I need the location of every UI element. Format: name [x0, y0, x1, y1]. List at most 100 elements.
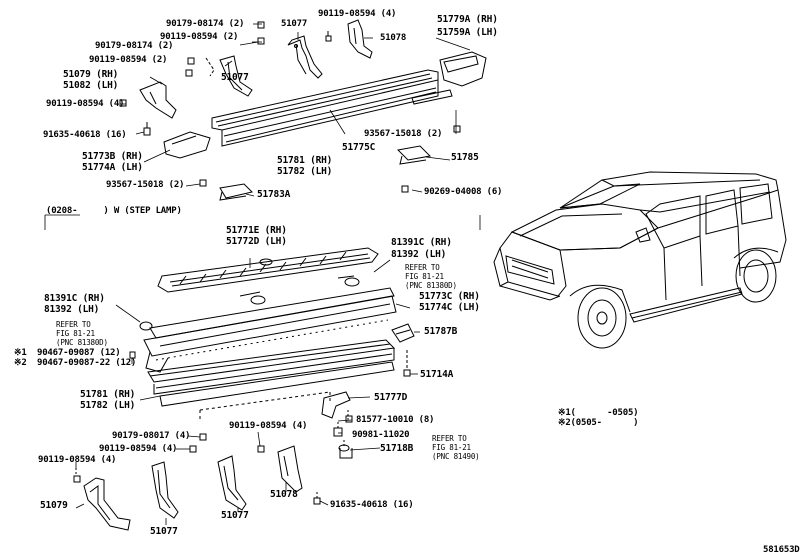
label-81577: 81577-10010 (8)	[356, 415, 435, 425]
label-51079-rh: 51079 (RH)	[63, 69, 119, 80]
bolt-93567-left	[199, 179, 207, 187]
label-51773C: 51773C (RH)	[419, 291, 480, 302]
label-81391C-rh-top: 81391C (RH)	[391, 237, 452, 248]
label-51078-top: 51078	[380, 33, 407, 43]
label-51774A: 51774A (LH)	[82, 162, 143, 173]
vehicle-illustration	[493, 171, 787, 349]
leaders-mid	[115, 258, 420, 451]
label-90119-08594-4-top: 90119-08594 (4)	[318, 9, 397, 19]
footnote-2: ※2(0505- )	[558, 418, 639, 428]
label-51787B: 51787B	[424, 326, 458, 337]
bracket-51783A-part	[219, 183, 253, 201]
label-90467-1: ※1 90467-09087 (12)	[14, 348, 121, 358]
bracket-51079-part	[139, 81, 177, 119]
cap-51779A-part	[439, 51, 487, 87]
leaders-bottom	[75, 431, 329, 525]
label-90179-08174-2a: 90179-08174 (2)	[166, 19, 245, 29]
footnote-1: ※1( -0505)	[558, 408, 639, 418]
label-51079-bot: 51079	[40, 500, 68, 511]
refer-bot-3: (PNC 81490)	[432, 452, 480, 461]
bracket-51077-bot2-part	[217, 455, 247, 511]
bolt-91635-top	[143, 122, 151, 136]
step-lamp-frame	[44, 214, 481, 230]
bracket-51077-bot1-part	[151, 461, 179, 519]
scuff-plate-51771E-part	[157, 247, 379, 293]
label-51781-bot: 51781 (RH)	[80, 389, 136, 400]
label-51785: 51785	[451, 152, 479, 163]
bolt-93567-right	[453, 125, 461, 133]
bracket-51079-bot-part	[73, 468, 131, 531]
label-51775C: 51775C	[342, 142, 376, 153]
label-51782-bot: 51782 (LH)	[80, 400, 136, 411]
label-81391C-rh-left: 81391C (RH)	[44, 293, 105, 304]
refer-bot-1: REFER TO	[432, 434, 467, 443]
lamp-81391C-parts	[139, 275, 360, 331]
label-51783A: 51783A	[257, 189, 291, 200]
label-90269-04008: 90269-04008 (6)	[424, 187, 503, 197]
label-81392-lh-left: 81392 (LH)	[44, 304, 100, 315]
label-51779A: 51779A (RH)	[437, 14, 498, 25]
label-51082-lh: 51082 (LH)	[63, 80, 119, 91]
label-93567-15018-2-left: 93567-15018 (2)	[106, 180, 185, 190]
refer-left-2: FIG 81-21	[56, 329, 95, 338]
bolt-51714A-area	[403, 350, 411, 377]
label-90119-08594-4-left: 90119-08594 (4)	[46, 99, 125, 109]
label-51777D: 51777D	[374, 392, 408, 403]
refer-left-1: REFER TO	[56, 320, 91, 329]
label-51077-top: 51077	[281, 19, 308, 29]
label-51718B: 51718B	[380, 443, 414, 454]
step-lamp-section-label: (0208- ) W (STEP LAMP)	[46, 206, 182, 216]
label-90179-08017-4: 90179-08017 (4)	[112, 431, 191, 441]
bracket-51078-bot-part	[277, 445, 303, 493]
bolt-90269	[401, 185, 409, 193]
label-81392-lh-top: 81392 (LH)	[391, 249, 447, 260]
label-51781-top: 51781 (RH)	[277, 155, 333, 166]
bracket-51078-part	[347, 19, 373, 59]
bolts-bottom	[189, 433, 321, 505]
label-51077-mid: 51077	[221, 72, 249, 83]
label-51773B: 51773B (RH)	[82, 151, 143, 162]
refer-left-3: (PNC 81380D)	[56, 338, 108, 347]
bolt-90119-top	[325, 31, 332, 42]
label-90119-08594-4-bm: 90119-08594 (4)	[229, 421, 308, 431]
end-cap-51773B-part	[163, 131, 211, 159]
label-51774C: 51774C (LH)	[419, 302, 480, 313]
refer-top-2: FIG 81-21	[405, 272, 444, 281]
refer-bot-2: FIG 81-21	[432, 443, 471, 452]
bracket-51777D-part	[321, 391, 353, 459]
refer-top-3: (PNC 81380D)	[405, 281, 457, 290]
bolt-set-left	[185, 57, 215, 77]
bracket-51077-mid-part	[219, 55, 253, 97]
label-51782-top: 51782 (LH)	[277, 166, 333, 177]
screw-90467	[129, 351, 136, 359]
label-51772D: 51772D (LH)	[226, 236, 287, 247]
leaders-top	[120, 23, 471, 197]
refer-top-1: REFER TO	[405, 263, 440, 272]
label-90119-08594-2a: 90119-08594 (2)	[160, 32, 239, 42]
step-rail-51781-part	[147, 339, 396, 420]
label-91635-40618-16-bot: 91635-40618 (16)	[330, 500, 414, 510]
label-51077-bot1: 51077	[150, 526, 178, 537]
label-93567-15018-2-right: 93567-15018 (2)	[364, 129, 443, 139]
label-91635-40618-16-top: 91635-40618 (16)	[43, 130, 127, 140]
label-90119-08594-4-bl2: 90119-08594 (4)	[38, 455, 117, 465]
label-51759A: 51759A (LH)	[437, 27, 498, 38]
clip-51787B-part	[391, 323, 415, 343]
step-panel-51773C-part	[143, 287, 397, 373]
step-board-51775C-part	[211, 69, 453, 147]
label-51714A: 51714A	[420, 369, 454, 380]
label-51077-bot2: 51077	[221, 510, 249, 521]
label-90981: 90981-11020	[352, 430, 410, 440]
figure-id: 581653D	[763, 545, 800, 555]
label-90467-2: ※2 90467-09087-22 (12)	[14, 358, 137, 368]
label-90179-08174-2b: 90179-08174 (2)	[95, 41, 174, 51]
label-90119-08594-4-bl1: 90119-08594 (4)	[99, 444, 178, 454]
label-51078-bot: 51078	[270, 489, 298, 500]
bracket-51077-upper-part	[287, 35, 323, 79]
bracket-51785-part	[396, 145, 432, 165]
bolt-top-left	[257, 21, 265, 45]
label-51771E: 51771E (RH)	[226, 225, 287, 236]
label-90119-08594-2b: 90119-08594 (2)	[89, 55, 168, 65]
